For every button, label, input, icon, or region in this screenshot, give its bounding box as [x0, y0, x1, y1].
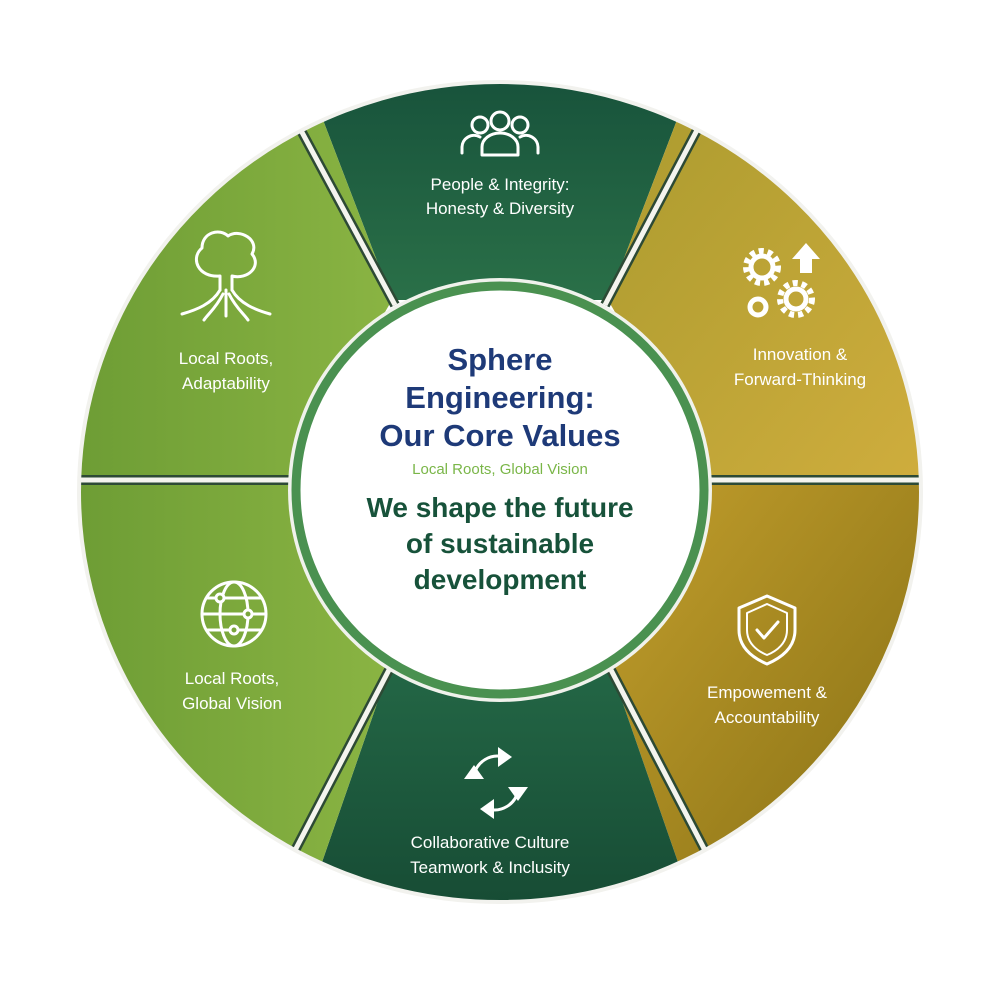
- gears-arrow-up-icon: [743, 243, 820, 318]
- cycle-arrows-icon: [464, 747, 528, 819]
- people-label-line-2: Honesty & Diversity: [426, 199, 575, 218]
- local-label-line-2: Adaptability: [182, 374, 270, 393]
- segment-people: [300, 82, 700, 300]
- center-tagline-line-2: of sustainable: [406, 528, 594, 559]
- center-tagline-line-1: We shape the future: [366, 492, 633, 523]
- global-label-line-1: Local Roots,: [185, 669, 280, 688]
- people-label-line-1: People & Integrity:: [431, 175, 570, 194]
- collaboration-label-line-2: Teamwork & Inclusity: [410, 858, 570, 877]
- center-tagline-line-3: development: [414, 564, 587, 595]
- shield-check-icon: [737, 594, 797, 666]
- globe-network-icon: [200, 580, 268, 648]
- empowerment-label-line-1: Empowement &: [707, 683, 828, 702]
- global-label-line-2: Global Vision: [182, 694, 282, 713]
- center-circle: [291, 281, 709, 699]
- segment-collaboration: [295, 672, 705, 902]
- people-group-icon: [460, 110, 540, 157]
- local-label-line-1: Local Roots,: [179, 349, 274, 368]
- center-title-line-1: Sphere: [447, 342, 552, 377]
- center-title-line-3: Our Core Values: [379, 418, 620, 453]
- innovation-label-line-2: Forward-Thinking: [734, 370, 866, 389]
- center-subtitle: Local Roots, Global Vision: [412, 461, 588, 478]
- center-title-line-2: Engineering:: [405, 380, 594, 415]
- collaboration-label-line-1: Collaborative Culture: [411, 833, 570, 852]
- innovation-label-line-1: Innovation &: [753, 345, 848, 364]
- tree-roots-icon: [180, 230, 272, 322]
- outer-rim: [77, 80, 923, 904]
- empowerment-label-line-2: Accountability: [715, 708, 820, 727]
